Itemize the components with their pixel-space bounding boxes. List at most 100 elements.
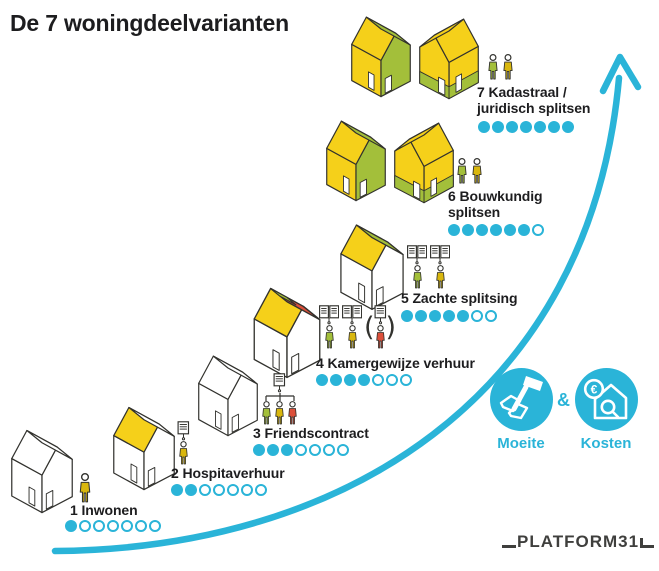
svg-text:€: € bbox=[590, 383, 597, 397]
contract-icon bbox=[319, 305, 339, 325]
house-icon bbox=[113, 406, 175, 491]
logo-text: PLATFORM31 bbox=[517, 532, 640, 551]
optional-resident: () bbox=[364, 305, 396, 349]
handshake-hammer-icon bbox=[489, 368, 553, 431]
dot-filled bbox=[476, 224, 488, 236]
dot-empty bbox=[79, 520, 91, 532]
dot-filled bbox=[506, 121, 518, 133]
person-icon bbox=[435, 265, 445, 289]
dot-filled bbox=[443, 310, 455, 322]
house-icon bbox=[11, 429, 73, 514]
variant-label: 2 Hospitaverhuur bbox=[171, 465, 285, 481]
dot-filled bbox=[253, 444, 265, 456]
dot-empty bbox=[386, 374, 398, 386]
dot-empty bbox=[255, 484, 267, 496]
dot-empty bbox=[107, 520, 119, 532]
house bbox=[335, 213, 409, 311]
contract-icon bbox=[273, 373, 286, 393]
dot-filled bbox=[518, 224, 530, 236]
house bbox=[414, 8, 484, 100]
legend-kosten-label: Kosten bbox=[580, 435, 632, 452]
resident bbox=[319, 305, 339, 349]
dot-filled bbox=[267, 444, 279, 456]
residents-group bbox=[487, 54, 514, 80]
contract-icon bbox=[342, 305, 362, 325]
variant-label: 6 Bouwkundig splitsen bbox=[448, 188, 543, 220]
dot-filled bbox=[478, 121, 490, 133]
branch-lines-icon bbox=[264, 393, 295, 401]
person-icon bbox=[457, 158, 467, 184]
effort-dots bbox=[448, 224, 544, 236]
person-icon bbox=[472, 158, 482, 184]
residents-group: () bbox=[319, 305, 396, 349]
dot-empty bbox=[337, 444, 349, 456]
variant-label: 5 Zachte splitsing bbox=[401, 290, 518, 306]
dot-empty bbox=[199, 484, 211, 496]
person-icon bbox=[503, 54, 513, 80]
dot-filled bbox=[171, 484, 183, 496]
house-icon bbox=[340, 224, 404, 310]
dot-filled bbox=[401, 310, 413, 322]
house-icon bbox=[351, 16, 411, 98]
residents-row bbox=[261, 401, 298, 425]
logo-right-dash bbox=[640, 538, 655, 548]
residents-group bbox=[177, 421, 190, 465]
house-euro-icon: € bbox=[574, 368, 638, 431]
dot-empty bbox=[135, 520, 147, 532]
resident bbox=[78, 473, 92, 503]
dot-filled bbox=[448, 224, 460, 236]
contract-icon bbox=[407, 245, 427, 265]
dot-filled bbox=[548, 121, 560, 133]
dot-empty bbox=[121, 520, 133, 532]
dot-filled bbox=[457, 310, 469, 322]
resident bbox=[177, 421, 190, 465]
effort-dots bbox=[253, 444, 349, 456]
resident bbox=[456, 158, 468, 184]
residents-group bbox=[456, 158, 483, 184]
dot-filled bbox=[330, 374, 342, 386]
house bbox=[6, 419, 78, 514]
effort-dots bbox=[316, 374, 412, 386]
platform31-logo: PLATFORM31 bbox=[502, 532, 655, 551]
dot-empty bbox=[309, 444, 321, 456]
resident bbox=[407, 245, 427, 289]
dot-filled bbox=[492, 121, 504, 133]
dot-filled bbox=[562, 121, 574, 133]
effort-dots bbox=[401, 310, 497, 322]
resident bbox=[430, 245, 450, 289]
person-icon bbox=[412, 265, 422, 289]
resident bbox=[502, 54, 514, 80]
house bbox=[346, 6, 416, 98]
residents-group bbox=[261, 373, 298, 425]
house bbox=[248, 276, 326, 379]
variant-label: 1 Inwonen bbox=[70, 502, 138, 518]
variant-label: 4 Kamergewijze verhuur bbox=[316, 355, 475, 371]
dot-empty bbox=[149, 520, 161, 532]
effort-dots bbox=[65, 520, 161, 532]
person-icon bbox=[262, 401, 271, 425]
effort-dots bbox=[478, 121, 574, 133]
legend-ampersand: & bbox=[557, 390, 570, 410]
dot-filled bbox=[520, 121, 532, 133]
person-icon bbox=[288, 401, 297, 425]
legend-kosten: € Kosten bbox=[574, 368, 638, 452]
dot-empty bbox=[471, 310, 483, 322]
resident bbox=[487, 54, 499, 80]
resident bbox=[342, 305, 362, 349]
dot-filled bbox=[429, 310, 441, 322]
dot-empty bbox=[323, 444, 335, 456]
resident bbox=[471, 158, 483, 184]
house-icon bbox=[253, 287, 321, 379]
legend: Moeite & € Kosten bbox=[489, 368, 638, 452]
dot-filled bbox=[462, 224, 474, 236]
dot-empty bbox=[295, 444, 307, 456]
person-icon bbox=[488, 54, 498, 80]
dot-filled bbox=[316, 374, 328, 386]
dot-filled bbox=[185, 484, 197, 496]
house bbox=[108, 396, 180, 491]
dot-filled bbox=[534, 121, 546, 133]
dot-filled bbox=[504, 224, 516, 236]
dot-empty bbox=[485, 310, 497, 322]
residents-group bbox=[407, 245, 450, 289]
house bbox=[321, 110, 391, 202]
